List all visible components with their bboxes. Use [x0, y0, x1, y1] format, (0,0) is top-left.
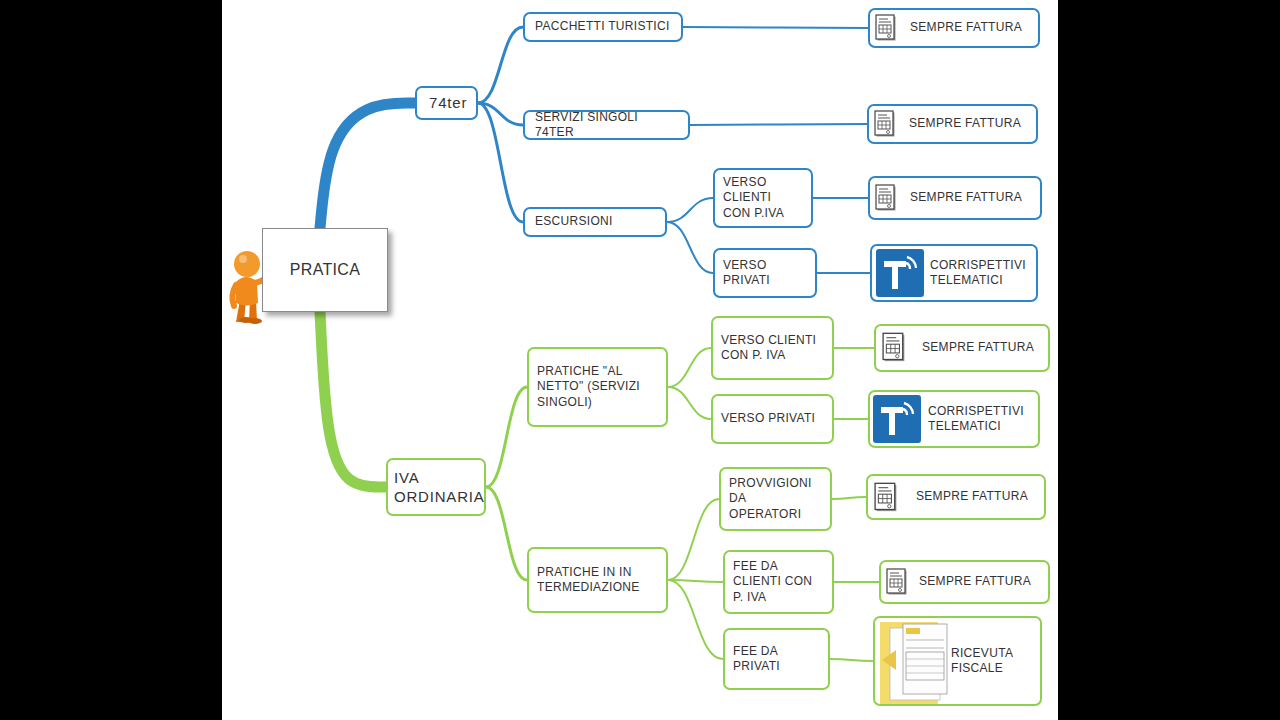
invoice-icon: [883, 333, 904, 361]
branch-connector: [667, 198, 713, 222]
node-label: PRATICHE IN IN TERMEDIAZIONE: [537, 565, 649, 596]
client-box: PROVVIGIONI DA OPERATORI: [719, 467, 832, 531]
topic-box: PRATICHE "AL NETTO" (SERVIZI SINGOLI): [527, 347, 668, 427]
outcome-box: SEMPRE FATTURA: [879, 560, 1050, 604]
node-label: SEMPRE FATTURA: [922, 340, 1034, 355]
node-label: PROVVIGIONI DA OPERATORI: [729, 476, 819, 522]
branch-connector: [668, 580, 723, 659]
client-box: VERSO PRIVATI: [711, 394, 834, 444]
invoice-icon: [876, 185, 896, 211]
branch-connector: [690, 124, 867, 125]
outcome-box: RICEVUTA FISCALE: [873, 616, 1042, 706]
branch-connector: [667, 222, 713, 273]
node-label: FEE DA CLIENTI CON P. IVA: [733, 559, 817, 605]
invoice-icon: [887, 569, 907, 595]
telematic-icon: [876, 249, 924, 297]
branch-connector: [832, 497, 866, 499]
node-label: PRATICHE "AL NETTO" (SERVIZI SINGOLI): [537, 364, 655, 410]
invoice-icon: [875, 111, 895, 137]
outcome-box: SEMPRE FATTURA: [868, 8, 1040, 48]
node-label: SERVIZI SINGOLI 74TER: [535, 110, 680, 141]
topic-box: PRATICHE IN IN TERMEDIAZIONE: [527, 547, 668, 613]
branch-connector: [486, 387, 527, 487]
topic-box: ESCURSIONI: [523, 207, 667, 237]
outcome-box: SEMPRE FATTURA: [874, 324, 1050, 372]
branch-connector: [486, 487, 527, 580]
node-label: VERSO PRIVATI: [723, 258, 785, 289]
node-label: VERSO CLIENTI CON P.IVA: [723, 175, 785, 221]
node-label: FEE DA PRIVATI: [733, 644, 793, 675]
branch-connector: [668, 348, 711, 387]
branch-connector: [813, 197, 868, 199]
node-label: ESCURSIONI: [535, 214, 613, 229]
client-box: FEE DA CLIENTI CON P. IVA: [723, 550, 834, 614]
node-label: IVA ORDINARIA: [394, 468, 480, 506]
client-box: FEE DA PRIVATI: [723, 628, 830, 690]
node-label: CORRISPETTIVI TELEMATICI: [928, 404, 1020, 435]
branch-connector: [834, 347, 874, 349]
branch-connector: [478, 103, 523, 222]
whiteboard-box: PRATICA: [262, 228, 388, 312]
node-label: PRATICA: [290, 260, 360, 280]
outcome-box: CORRISPETTIVI TELEMATICI: [870, 244, 1038, 302]
node-label: RICEVUTA FISCALE: [951, 646, 1031, 677]
invoice-icon: [876, 15, 896, 41]
client-box: VERSO CLIENTI CON P. IVA: [711, 316, 834, 380]
client-box: VERSO CLIENTI CON P.IVA: [713, 168, 813, 228]
branch-connector: [834, 581, 879, 583]
outcome-box: SEMPRE FATTURA: [867, 104, 1038, 144]
main-branch: [320, 312, 386, 487]
invoice-icon: [875, 483, 896, 511]
branch-connector: [683, 27, 868, 28]
outcome-box: SEMPRE FATTURA: [866, 474, 1046, 520]
node-label: CORRISPETTIVI TELEMATICI: [930, 258, 1022, 289]
node-label: SEMPRE FATTURA: [916, 489, 1028, 504]
branch-box: 74ter: [415, 86, 478, 120]
outcome-box: CORRISPETTIVI TELEMATICI: [868, 390, 1040, 448]
node-label: VERSO CLIENTI CON P. IVA: [721, 333, 821, 364]
branch-box: IVA ORDINARIA: [386, 458, 486, 516]
telematic-icon: [873, 395, 921, 443]
branch-connector: [478, 27, 523, 103]
client-box: VERSO PRIVATI: [713, 248, 817, 298]
node-label: SEMPRE FATTURA: [919, 574, 1031, 589]
branch-connector: [817, 272, 870, 274]
topic-box: PACCHETTI TURISTICI: [523, 12, 683, 42]
outcome-box: SEMPRE FATTURA: [868, 176, 1042, 220]
node-label: SEMPRE FATTURA: [910, 20, 1022, 35]
branch-connector: [668, 499, 719, 580]
receipt-icon: [880, 622, 947, 704]
main-branch: [320, 103, 415, 228]
branch-connector: [834, 418, 868, 420]
node-label: SEMPRE FATTURA: [910, 190, 1022, 205]
branch-connector: [668, 387, 711, 419]
node-label: PACCHETTI TURISTICI: [535, 19, 670, 34]
node-label: SEMPRE FATTURA: [909, 116, 1021, 131]
topic-box: SERVIZI SINGOLI 74TER: [523, 110, 690, 140]
branch-connector: [830, 659, 873, 661]
node-label: 74ter: [429, 93, 467, 112]
node-label: VERSO PRIVATI: [721, 411, 815, 426]
